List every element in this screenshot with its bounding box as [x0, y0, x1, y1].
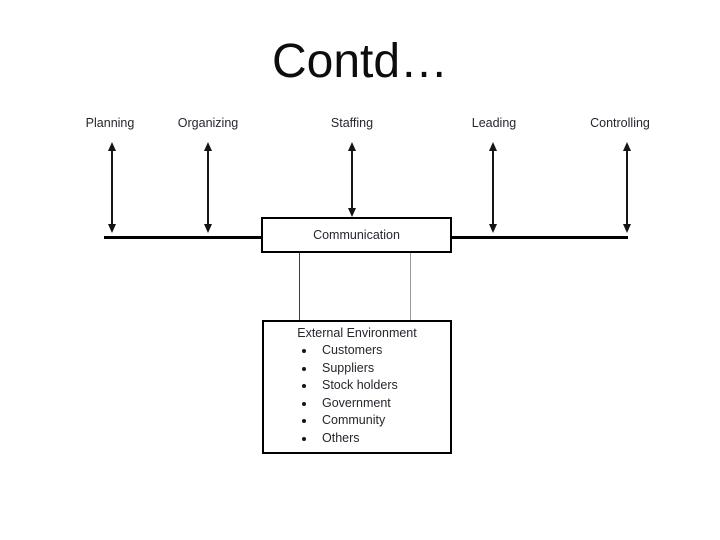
double-arrow-icon-planning — [107, 142, 117, 233]
bullet-dot-icon — [302, 349, 306, 353]
function-label-planning: Planning — [85, 116, 135, 130]
function-label-leading: Leading — [471, 116, 517, 130]
arrowhead-down-icon — [348, 208, 356, 217]
connector-line-right — [410, 253, 411, 320]
bullet-dot-icon — [302, 384, 306, 388]
double-arrow-icon-organizing — [203, 142, 213, 233]
arrow-shaft — [111, 148, 113, 227]
arrow-shaft — [626, 148, 628, 227]
function-label-staffing: Staffing — [330, 116, 374, 130]
bullet-dot-icon — [302, 401, 306, 406]
arrowhead-down-icon — [204, 224, 212, 233]
function-label-controlling: Controlling — [590, 116, 650, 130]
arrowhead-up-icon — [204, 142, 212, 151]
arrowhead-down-icon — [623, 224, 631, 233]
list-item-label: Community — [322, 413, 386, 427]
connector-line-left — [299, 253, 300, 320]
list-item: Community — [264, 412, 450, 430]
communication-label: Communication — [313, 228, 400, 242]
external-environment-title: External Environment — [297, 326, 417, 340]
arrowhead-up-icon — [348, 142, 356, 151]
list-item-label: Stock holders — [322, 378, 398, 392]
list-item: Government — [264, 395, 450, 413]
double-arrow-icon-leading — [488, 142, 498, 233]
slide-title: Contd… — [271, 35, 449, 88]
list-item-label: Government — [322, 395, 391, 410]
list-item: Others — [264, 430, 450, 448]
arrowhead-down-icon — [489, 224, 497, 233]
bullet-dot-icon — [302, 366, 306, 371]
arrowhead-up-icon — [623, 142, 631, 151]
communication-box: Communication — [261, 217, 452, 253]
bullet-dot-icon — [302, 419, 306, 423]
arrow-shaft — [492, 148, 494, 227]
list-item-label: Suppliers — [322, 360, 375, 375]
double-arrow-icon-staffing — [347, 142, 357, 217]
function-label-organizing: Organizing — [177, 116, 239, 130]
external-environment-list: Customers Suppliers Stock holders Govern… — [264, 342, 450, 447]
double-arrow-icon-controlling — [622, 142, 632, 233]
arrowhead-up-icon — [108, 142, 116, 151]
list-item: Suppliers — [264, 360, 450, 378]
list-item-label: Customers — [322, 343, 383, 357]
list-item-label: Others — [322, 430, 360, 445]
arrow-shaft — [351, 148, 353, 211]
external-environment-box: External Environment Customers Suppliers… — [262, 320, 452, 454]
arrowhead-down-icon — [108, 224, 116, 233]
list-item: Stock holders — [264, 377, 450, 395]
arrowhead-up-icon — [489, 142, 497, 151]
arrow-shaft — [207, 148, 209, 227]
bullet-dot-icon — [302, 436, 306, 441]
list-item: Customers — [264, 342, 450, 360]
